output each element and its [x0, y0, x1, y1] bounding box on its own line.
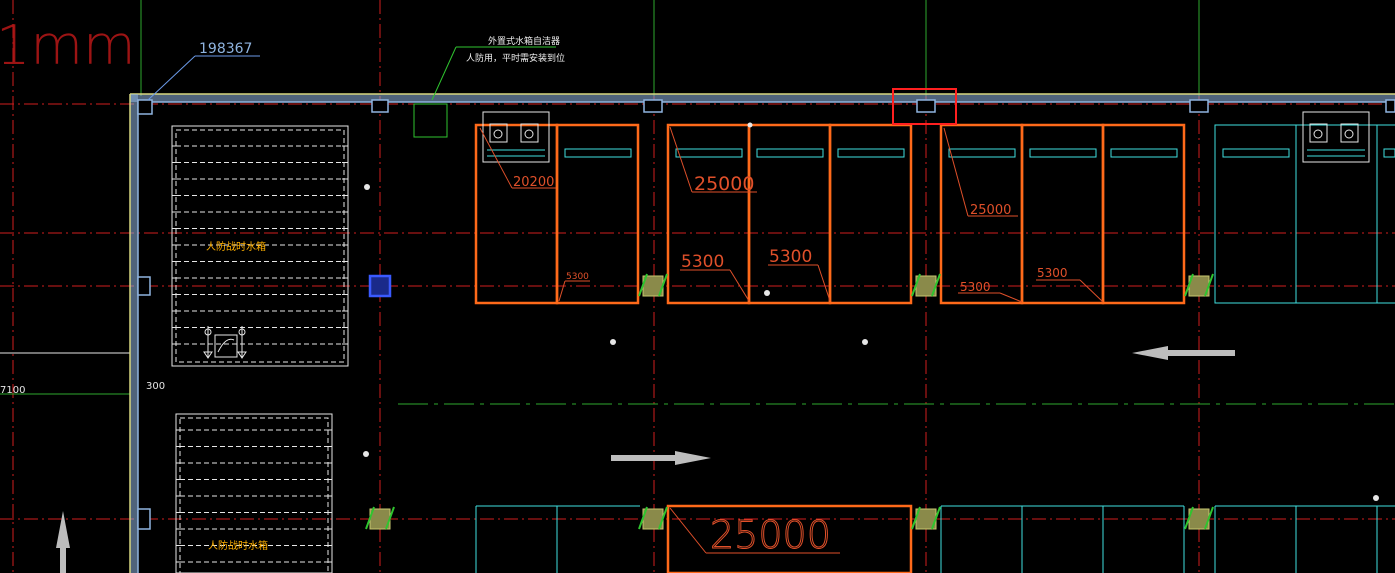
- arrow-up-icon: [56, 511, 70, 573]
- wheel-stop: [675, 148, 743, 158]
- tank-dash-lines: [172, 145, 348, 345]
- parking-block-1[interactable]: [474, 123, 640, 305]
- parking-block-3[interactable]: [939, 123, 1186, 305]
- floor-drain-icon: [610, 339, 616, 345]
- selected-column[interactable]: [368, 274, 392, 298]
- selection-highlight-box[interactable]: [892, 88, 957, 125]
- dim-5300c-text: 5300: [960, 280, 991, 294]
- floor-drain-icon: [862, 339, 868, 345]
- floor-drain-icon: [364, 184, 370, 190]
- column[interactable]: [911, 506, 941, 530]
- wheel-stop: [1110, 148, 1178, 158]
- wall-pilaster: [916, 99, 936, 113]
- dim-5300b-text: 5300: [769, 247, 812, 267]
- wall-pilaster: [1385, 99, 1395, 113]
- dim-198367-leader: 198367: [147, 41, 260, 101]
- column[interactable]: [365, 506, 395, 530]
- wall-pilaster: [137, 508, 151, 530]
- wall-pilaster: [371, 99, 389, 113]
- dimension-annotations: 20200 25000 25000 5300 5300 5300 5300 53…: [479, 126, 1104, 558]
- parking-block-bottom[interactable]: [666, 504, 913, 573]
- charger-icon[interactable]: [482, 111, 550, 163]
- floor-drain-icon: [1373, 495, 1379, 501]
- parking-space[interactable]: [666, 504, 913, 573]
- wall-left: [130, 94, 138, 573]
- pump-icon: [203, 326, 247, 359]
- parking-space[interactable]: [747, 123, 832, 305]
- wall-pilaster: [137, 99, 153, 115]
- dim-300-text: 300: [146, 381, 165, 392]
- column[interactable]: [1184, 506, 1214, 530]
- parking-space[interactable]: [828, 123, 913, 305]
- arrow-right-icon: [611, 451, 711, 465]
- floor-drain-icon: [747, 122, 753, 128]
- wheel-stop: [948, 148, 1016, 158]
- tank-label-bottom: 人防战时水箱: [208, 539, 268, 552]
- dim-25000c-text: 25000: [710, 513, 831, 557]
- dim-5300a-text: 5300: [681, 252, 724, 272]
- parking-space[interactable]: [1295, 124, 1378, 304]
- dim-5300d-text: 5300: [1037, 266, 1068, 280]
- scale-label: 1mm: [0, 14, 136, 77]
- water-tank-top[interactable]: 人防战时水箱: [171, 125, 349, 367]
- floor-drain-icon: [764, 290, 770, 296]
- floor-drain-icon: [363, 451, 369, 457]
- parking-space[interactable]: [666, 123, 751, 305]
- wheel-stop: [564, 148, 632, 158]
- equipment-note: 外置式水箱自洁器 人防用，平时需安装到位: [413, 35, 565, 138]
- arrow-left-icon: [1132, 346, 1235, 360]
- note-line1: 外置式水箱自洁器: [488, 35, 560, 47]
- parking-block-cyan[interactable]: [475, 124, 1395, 573]
- wheel-stop: [1222, 148, 1290, 158]
- wall-pilaster: [137, 276, 151, 296]
- wheel-stop: [1383, 148, 1395, 158]
- parking-block-2[interactable]: [666, 123, 913, 305]
- dim-25000a-text: 25000: [694, 173, 754, 195]
- wheel-stop: [756, 148, 824, 158]
- water-tank-bottom[interactable]: 人防战时水箱: [175, 413, 333, 573]
- wall-pilaster: [1189, 99, 1209, 113]
- column[interactable]: [1184, 273, 1214, 297]
- column[interactable]: [911, 273, 941, 297]
- dim-7100-text: 7100: [0, 385, 25, 396]
- tank-label-top: 人防战时水箱: [206, 240, 266, 253]
- parking-space[interactable]: [555, 123, 640, 305]
- wheel-stop: [837, 148, 905, 158]
- exterior-wall: [129, 93, 1395, 573]
- self-cleaner-box[interactable]: [413, 103, 448, 138]
- parking-space[interactable]: [1101, 123, 1186, 305]
- wall-top: [130, 94, 1395, 102]
- charger-icon[interactable]: [1302, 111, 1370, 163]
- dim-198367-text: 198367: [199, 41, 252, 57]
- note-line2: 人防用，平时需安装到位: [466, 52, 565, 64]
- dim-25000b-text: 25000: [970, 203, 1011, 218]
- dim-20200-text: 20200: [513, 175, 554, 190]
- parking-space[interactable]: [474, 123, 559, 305]
- wheel-stops: [564, 148, 1395, 158]
- parking-space[interactable]: [1214, 124, 1297, 304]
- floor-drain-markers: [363, 122, 1379, 501]
- wheel-stop: [1029, 148, 1097, 158]
- wall-pilaster: [643, 99, 663, 113]
- dim-5300-small-text: 5300: [566, 272, 589, 282]
- tank-dash-lines: [176, 429, 332, 563]
- structural-columns: [365, 273, 1214, 530]
- column[interactable]: [638, 506, 668, 530]
- column[interactable]: [638, 273, 668, 297]
